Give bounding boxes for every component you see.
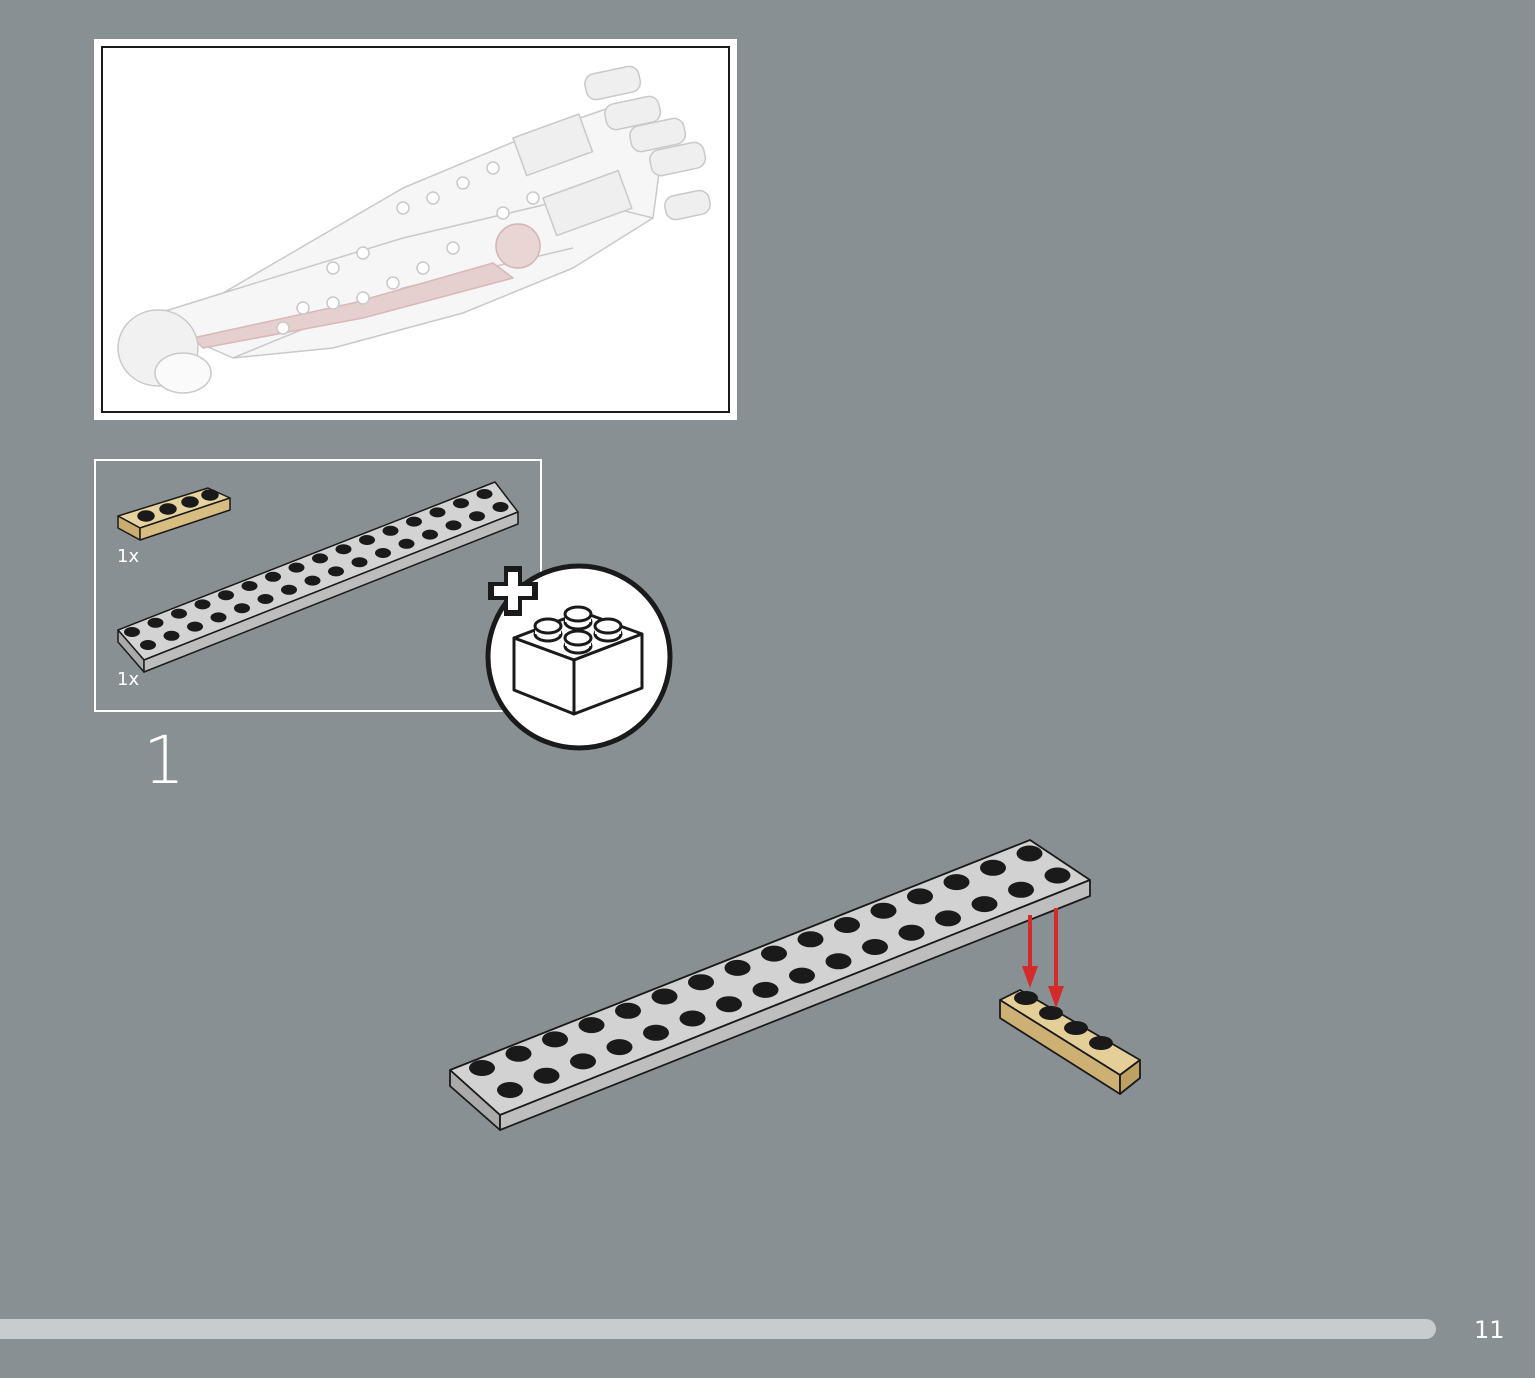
completed-model-illustration — [117, 65, 711, 394]
stud — [797, 931, 824, 948]
stud — [980, 859, 1006, 876]
stud — [724, 959, 751, 976]
stud — [234, 603, 250, 614]
stud — [422, 529, 438, 540]
stud — [898, 924, 925, 941]
stud — [533, 1067, 560, 1084]
stud — [578, 1017, 605, 1034]
stud — [257, 594, 274, 604]
stud — [688, 974, 714, 991]
stud — [761, 945, 787, 962]
stud — [1016, 845, 1043, 862]
stud — [312, 553, 328, 564]
stud — [570, 1053, 596, 1070]
stud — [971, 896, 998, 913]
stud — [288, 562, 305, 573]
stud — [1014, 991, 1038, 1005]
stud — [497, 1082, 523, 1098]
stud — [265, 571, 281, 582]
stud — [281, 584, 297, 595]
stud — [834, 917, 860, 933]
stud — [907, 888, 933, 905]
stud — [328, 566, 344, 577]
stud — [375, 548, 391, 558]
build-step-illustration — [449, 839, 1141, 1131]
plus-icon — [488, 566, 538, 616]
stud — [492, 502, 509, 512]
stud — [1039, 1006, 1063, 1020]
stud — [1089, 1036, 1113, 1050]
stud — [476, 489, 493, 499]
stud — [304, 575, 321, 586]
stud — [1008, 881, 1034, 898]
stud — [469, 1060, 495, 1076]
stud — [218, 590, 234, 601]
stud — [825, 953, 852, 970]
stud — [453, 498, 469, 509]
stud — [445, 520, 462, 531]
stud — [615, 1002, 641, 1019]
placement-arrows — [1022, 908, 1064, 1008]
stud — [406, 516, 422, 527]
stud — [505, 1045, 532, 1062]
stud — [643, 1024, 669, 1041]
stud — [789, 967, 815, 984]
page-number: 11 — [1474, 1316, 1505, 1344]
stud — [351, 557, 368, 568]
stud — [163, 630, 180, 641]
stud — [716, 996, 742, 1013]
part-quantity: 1x — [117, 669, 140, 690]
stud — [606, 1039, 633, 1056]
stud — [398, 538, 415, 549]
stud — [870, 902, 897, 919]
model-preview-panel — [94, 39, 737, 420]
brick-icon — [512, 605, 644, 716]
stud — [943, 874, 970, 891]
part-tan-plate-1x4 — [117, 487, 231, 541]
part-quantity: 1x — [117, 546, 140, 567]
stud — [1064, 1021, 1088, 1035]
new-parts-brick-badge — [485, 563, 673, 751]
stud — [469, 511, 485, 522]
stud — [140, 640, 156, 650]
tan-plate-1x4 — [999, 989, 1141, 1095]
stud — [382, 525, 399, 536]
stud — [194, 599, 211, 610]
stud — [171, 608, 187, 619]
stud — [124, 627, 140, 637]
stud — [935, 910, 961, 927]
model-preview-frame — [101, 46, 730, 413]
page-progress-bar — [0, 1319, 1436, 1339]
stud — [147, 617, 164, 628]
stud — [335, 544, 352, 555]
part-gray-plate-2x16 — [117, 481, 519, 673]
stud — [1044, 867, 1071, 884]
stud — [752, 981, 779, 998]
stud — [651, 988, 678, 1005]
stud — [679, 1010, 706, 1027]
stud — [542, 1031, 568, 1048]
stud — [429, 507, 446, 518]
stud — [862, 939, 888, 955]
stud — [359, 535, 375, 545]
stud — [187, 621, 203, 632]
stud — [210, 612, 227, 623]
stud — [241, 581, 258, 591]
step-number: 1 — [143, 722, 185, 799]
